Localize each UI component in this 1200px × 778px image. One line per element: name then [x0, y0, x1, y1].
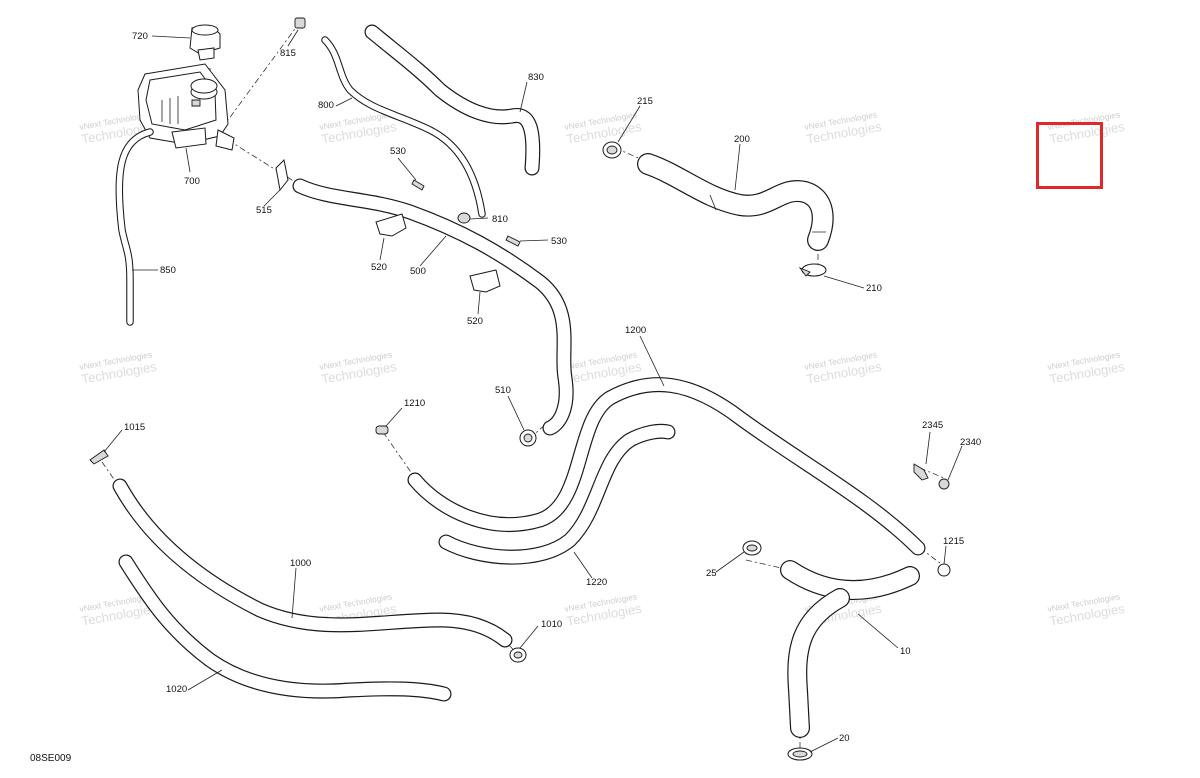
long-return-hose[interactable]: [407, 377, 926, 556]
callout-label: 500: [410, 266, 426, 277]
selection-highlight-box[interactable]: [1036, 122, 1103, 189]
callout-label: 1020: [166, 684, 187, 695]
callout-label: 1000: [290, 558, 311, 569]
diagram-id-label: 08SE009: [30, 753, 72, 764]
callout-label: 815: [280, 48, 296, 59]
callout-label: 700: [184, 176, 200, 187]
clamp-215[interactable]: [602, 141, 622, 159]
callout-label: 800: [318, 100, 334, 111]
main-hose[interactable]: [292, 178, 574, 436]
callout-label: 810: [492, 214, 508, 225]
clamp-1010[interactable]: [509, 647, 527, 663]
vent-hose[interactable]: [321, 36, 486, 218]
callout-label: 215: [637, 96, 653, 107]
callout-label: 25: [706, 568, 717, 579]
clamp-1215[interactable]: [937, 563, 951, 577]
lower-return-hose[interactable]: [118, 554, 452, 702]
bolt-530-lower[interactable]: [505, 235, 521, 247]
callout-label: 1210: [404, 398, 425, 409]
callout-label: 1220: [586, 577, 607, 588]
callout-label: 10: [900, 646, 911, 657]
callout-label: 720: [132, 31, 148, 42]
clamp-810[interactable]: [457, 212, 471, 224]
clamp-510[interactable]: [519, 429, 537, 447]
callout-label: 515: [256, 205, 272, 216]
bolt-530-upper[interactable]: [411, 179, 425, 191]
clamp-25[interactable]: [742, 540, 762, 556]
bracket-515[interactable]: [275, 158, 289, 192]
lower-hose[interactable]: [112, 478, 513, 648]
callout-label: 520: [467, 316, 483, 327]
hose-clamp-815[interactable]: [294, 17, 306, 29]
sensor-2345[interactable]: [913, 463, 929, 481]
nut-2340[interactable]: [938, 478, 950, 490]
bypass-hose[interactable]: [438, 423, 676, 565]
y-hose[interactable]: [780, 560, 920, 738]
callout-label: 1200: [625, 325, 646, 336]
callout-label: 510: [495, 385, 511, 396]
callout-labels: 720 815 830 800 215 200 700 530 515 810 …: [124, 31, 981, 744]
callout-label: 850: [160, 265, 176, 276]
reservoir-cap[interactable]: [189, 24, 221, 61]
fitting-1015[interactable]: [89, 449, 109, 465]
callout-label: 1215: [943, 536, 964, 547]
overflow-hose[interactable]: [115, 128, 154, 326]
upper-hose[interactable]: [364, 24, 541, 176]
callout-label: 2340: [960, 437, 981, 448]
clamp-210[interactable]: [798, 263, 827, 277]
callout-label: 830: [528, 72, 544, 83]
callout-label: 530: [551, 236, 567, 247]
callout-label: 210: [866, 283, 882, 294]
callout-label: 520: [371, 262, 387, 273]
coolant-reservoir[interactable]: [137, 63, 235, 151]
callout-label: 1010: [541, 619, 562, 630]
callout-label: 2345: [922, 420, 943, 431]
clamp-20[interactable]: [787, 747, 813, 761]
callout-label: 530: [390, 146, 406, 157]
leader-lines: [103, 29, 963, 753]
callout-label: 20: [839, 733, 850, 744]
bracket-520-lower[interactable]: [469, 269, 501, 293]
radiator-hose[interactable]: [637, 153, 834, 251]
plug-1210[interactable]: [375, 425, 389, 435]
callout-label: 1015: [124, 422, 145, 433]
bracket-520-upper[interactable]: [375, 213, 407, 237]
callout-label: 200: [734, 134, 750, 145]
